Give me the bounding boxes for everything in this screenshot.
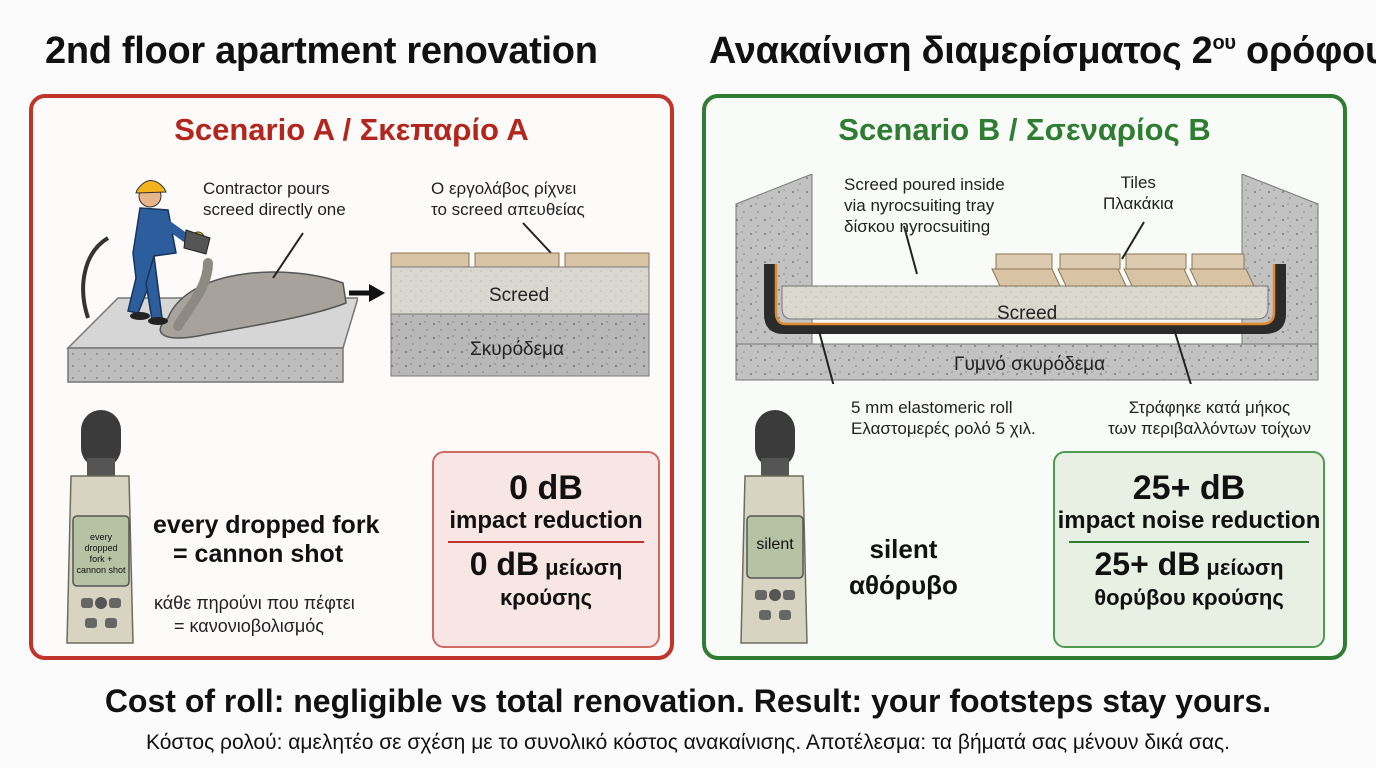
result-a-db: 0 dB — [509, 469, 583, 507]
scenario-a-heading: Scenario A / Σκεπαρίο Α — [174, 112, 529, 147]
layer-concrete-label-b: Γυμνό σκυρόδεμα — [954, 354, 1106, 375]
worker-pouring-illustration — [66, 180, 358, 383]
result-box-b: 25+ dB impact noise reduction 25+ dB μεί… — [1053, 451, 1325, 648]
meter-display-b: silent — [756, 536, 794, 553]
sound-meter-b: silent — [739, 408, 809, 648]
concrete-layer — [390, 313, 650, 377]
worker-figure — [127, 180, 211, 325]
cross-section-b — [735, 174, 1319, 384]
footer-greek: Κόστος ρολού: αμελητέο σε σχέση με το συ… — [146, 731, 1230, 754]
meter-display-a: every dropped fork + cannon shot — [76, 532, 126, 575]
scenario-a-panel: Scenario A / Σκεπαρίο Α — [29, 94, 674, 660]
elastomeric-roll — [764, 264, 1286, 334]
caption-roll: 5 mm elastomeric roll Ελαστομερές ρολό 5… — [851, 398, 1036, 438]
bare-concrete-slab — [735, 343, 1319, 381]
caption-walls: Στράφηκε κατά μήκος των περιβαλλόντων το… — [1108, 398, 1311, 438]
result-a-divider — [448, 541, 644, 543]
caption-contractor-en: Contractor pours screed directly one — [203, 179, 346, 219]
layer-screed-label-a: Screed — [489, 285, 550, 306]
footer-english: Cost of roll: negligible vs total renova… — [104, 683, 1272, 719]
sound-meter-a: every dropped fork + cannon shot — [65, 408, 135, 648]
note-b: silent αθόρυβο — [849, 534, 958, 600]
result-b-divider — [1069, 541, 1309, 543]
arrow-right-icon — [349, 284, 385, 302]
result-b-greek: 25+ dB μείωση θορύβου κρούσης — [1094, 546, 1284, 610]
result-a-label: impact reduction — [449, 507, 643, 534]
note-a-gr: κάθε πηρούνι που πέφτει = κανονιοβολισμό… — [154, 593, 355, 636]
screed-layer-b — [781, 285, 1269, 320]
note-a-en: every dropped fork = cannon shot — [153, 511, 380, 568]
caption-tiles: Tiles Πλακάκια — [1103, 173, 1174, 213]
layer-screed-label-b: Screed — [997, 303, 1058, 324]
caption-tray: Screed poured inside via nyrocsuiting tr… — [844, 175, 1005, 236]
cross-section-a — [390, 222, 650, 377]
layer-concrete-label-a: Σκυρόδεμα — [470, 339, 564, 360]
leader-line — [272, 232, 304, 279]
tiles-layer-b — [991, 253, 1255, 287]
result-a-greek: 0 dB μείωση κρούσης — [469, 546, 623, 610]
scenario-b-panel: Scenario B / Σσεναρίος Β — [702, 94, 1347, 660]
result-b-label: impact noise reduction — [1057, 507, 1321, 534]
result-b-db: 25+ dB — [1132, 469, 1246, 507]
title-english: 2nd floor apartment renovation — [45, 30, 598, 72]
screed-layer — [390, 266, 650, 315]
scenario-b-heading: Scenario B / Σσεναρίος Β — [838, 112, 1211, 147]
title-greek: Ανακαίνιση διαμερίσματος 2ου ορόφου — [709, 30, 1376, 72]
caption-contractor-gr: Ο εργολάβος ρίχνει το screed απευθείας — [431, 179, 585, 219]
result-box-a: 0 dB impact reduction 0 dB μείωση κρούση… — [432, 451, 660, 648]
tiles-layer — [390, 252, 650, 268]
